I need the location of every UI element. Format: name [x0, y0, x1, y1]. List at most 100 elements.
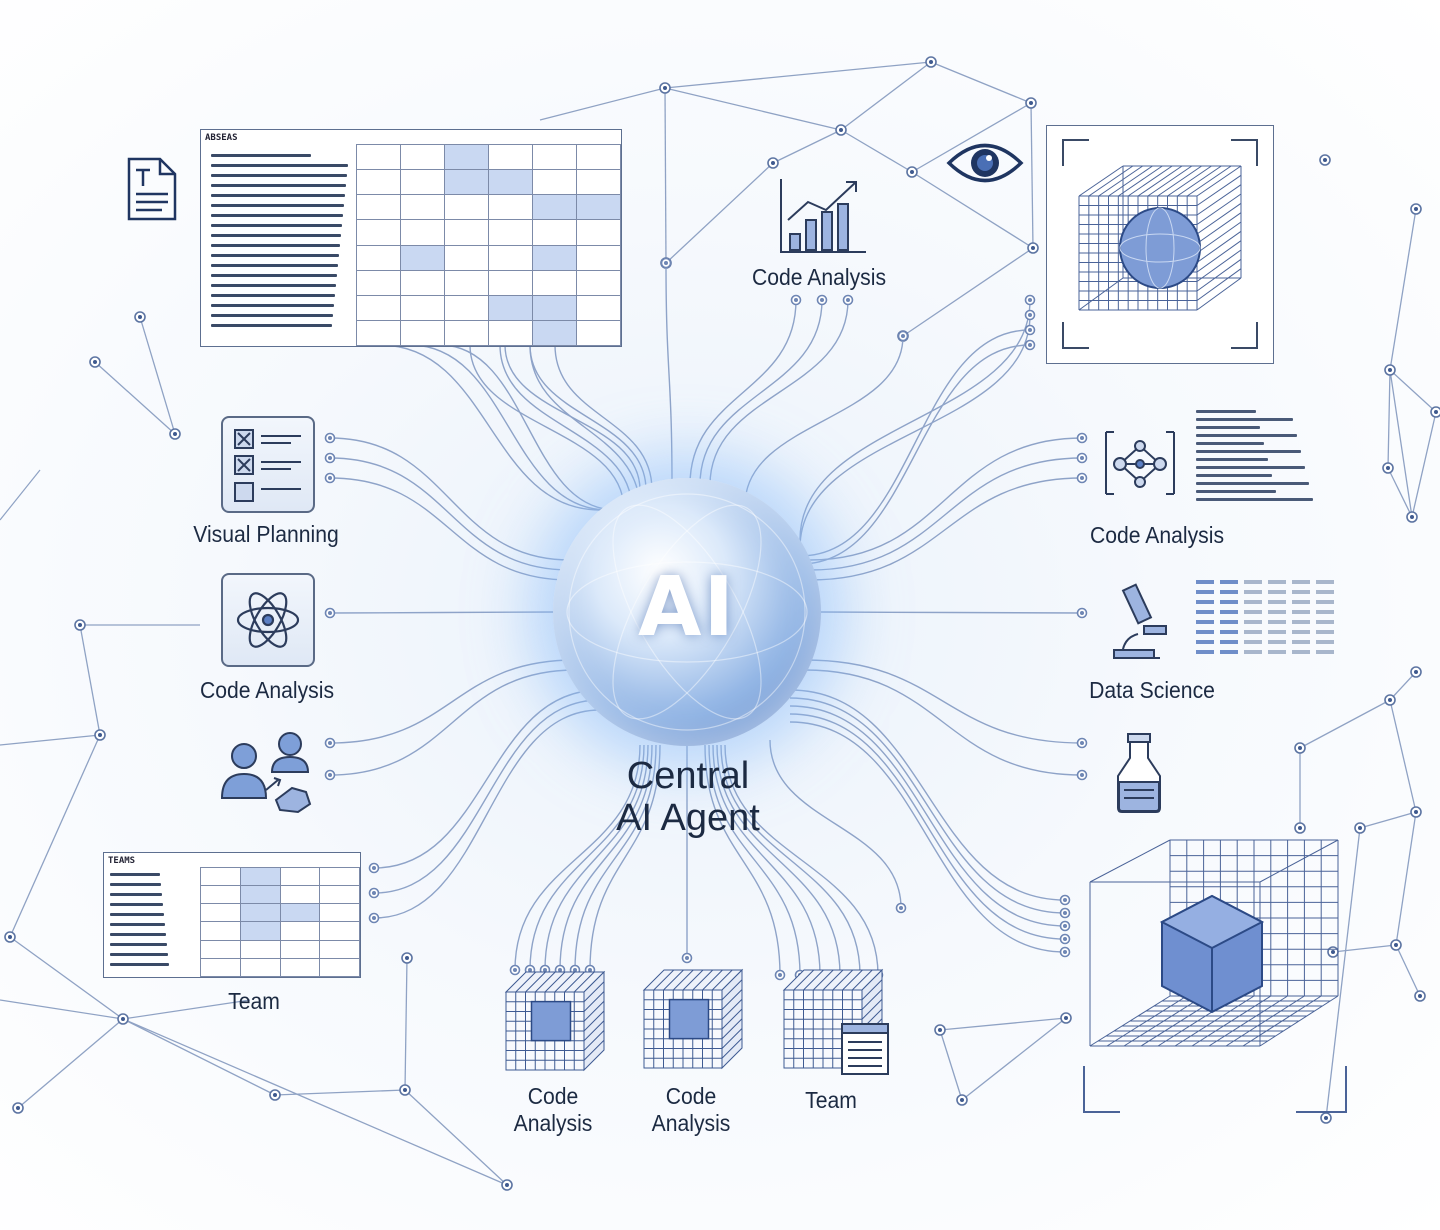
eye-icon: [946, 143, 1024, 183]
network-node-dot: [505, 1183, 509, 1187]
grid-line: [861, 979, 883, 1001]
network-edge: [1030, 102, 1034, 249]
table-cell: [576, 319, 621, 347]
connector-line: [708, 744, 801, 976]
network-edge: [665, 162, 774, 264]
grid-line: [534, 971, 556, 993]
flask-icon: [1117, 733, 1161, 813]
network-node-dot: [16, 1106, 20, 1110]
grid-bar: [1316, 610, 1334, 614]
grid-line: [721, 998, 743, 1020]
network-node-dot: [929, 60, 933, 64]
grid-bar: [1220, 610, 1238, 614]
text-line: [211, 164, 348, 167]
sphere-cube-lines: [1062, 139, 1258, 349]
connector-line: [712, 744, 821, 976]
3d-grid-cube-icon: [1083, 839, 1347, 1113]
table-cell: [200, 885, 241, 905]
grid-bar: [1196, 650, 1214, 654]
atom-icon: [221, 573, 315, 667]
wireframe-cube-icon: [642, 968, 744, 1070]
text-line: [1196, 498, 1313, 501]
table-cell: [532, 194, 577, 221]
users-icon: [220, 732, 312, 814]
connector-endpoint-dot: [372, 891, 376, 895]
connector-line: [689, 299, 797, 486]
connector-endpoint-dot: [1063, 898, 1067, 902]
table-row: [356, 194, 621, 221]
cube-edge: [1196, 212, 1242, 244]
table-cell: [239, 939, 281, 959]
grid-bar: [1244, 650, 1262, 654]
cube-edge: [1196, 240, 1242, 273]
network-node-dot: [938, 1028, 942, 1032]
corner-bracket: [1062, 139, 1089, 166]
table-cell: [319, 903, 360, 923]
grid-bar: [1268, 630, 1286, 634]
grid-line: [525, 971, 546, 993]
connector-line: [665, 262, 673, 486]
left-node-label-code-analysis: Code Analysis: [199, 677, 335, 703]
table-cell: [356, 219, 401, 246]
grid-bar: [1196, 610, 1214, 614]
wireframe-cube-icon: [504, 970, 606, 1072]
grid-line: [822, 969, 844, 991]
connector-endpoint-dot: [1080, 741, 1084, 745]
grid-bar: [1220, 620, 1238, 624]
network-edge: [1299, 699, 1391, 749]
text-line: [211, 224, 342, 227]
text-line: [211, 304, 334, 307]
text-line: [1196, 474, 1272, 477]
text-line: [1196, 426, 1260, 429]
grid-line: [702, 969, 723, 991]
grid-bar: [1196, 580, 1214, 584]
connector-line: [373, 699, 601, 894]
text-line: [211, 154, 311, 157]
connector-line: [819, 611, 1083, 614]
grid-line: [672, 969, 694, 991]
table-cell: [576, 269, 621, 296]
connector-line: [789, 705, 1066, 927]
grid-bar: [1316, 620, 1334, 624]
cube-edge: [1108, 165, 1153, 197]
table-cell: [444, 269, 489, 296]
grid-line: [812, 969, 834, 991]
text-line: [1196, 458, 1268, 461]
table-cell: [356, 244, 401, 271]
table-cell: [356, 294, 401, 321]
table-cell: [200, 957, 241, 978]
text-line: [110, 893, 162, 896]
table-cell: [488, 244, 533, 271]
table-cell: [356, 319, 401, 347]
table-cell: [200, 866, 241, 887]
checklist-icon: [221, 416, 315, 513]
grid-line: [842, 969, 863, 991]
network-node-dot: [1324, 1116, 1328, 1120]
grid-line: [832, 969, 854, 991]
network-edge: [772, 129, 842, 164]
table-cell: [576, 169, 621, 196]
connector-line: [809, 477, 1083, 581]
connector-line: [804, 669, 1083, 776]
left-node-label-team: Team: [228, 988, 280, 1014]
grid-line: [515, 971, 537, 993]
connector-line: [379, 344, 601, 511]
table-cell: [532, 269, 577, 296]
table-cell: [400, 294, 445, 321]
grid-bar: [1292, 600, 1310, 604]
table-row: [356, 244, 621, 271]
connector-line: [699, 299, 823, 486]
connector-endpoint-dot: [1028, 343, 1032, 347]
network-node-dot: [960, 1098, 964, 1102]
text-line: [110, 963, 169, 966]
table-cell: [319, 939, 360, 959]
grid-bar: [1220, 650, 1238, 654]
left-node-label-visual-planning: Visual Planning: [193, 521, 339, 547]
connector-endpoint-dot: [846, 298, 850, 302]
grid-bar: [1292, 620, 1310, 624]
text-line: [1196, 418, 1293, 421]
grid-line: [803, 969, 824, 991]
inner-sphere: [1119, 207, 1201, 289]
table-cell: [279, 921, 321, 941]
table-cell: [576, 143, 621, 171]
